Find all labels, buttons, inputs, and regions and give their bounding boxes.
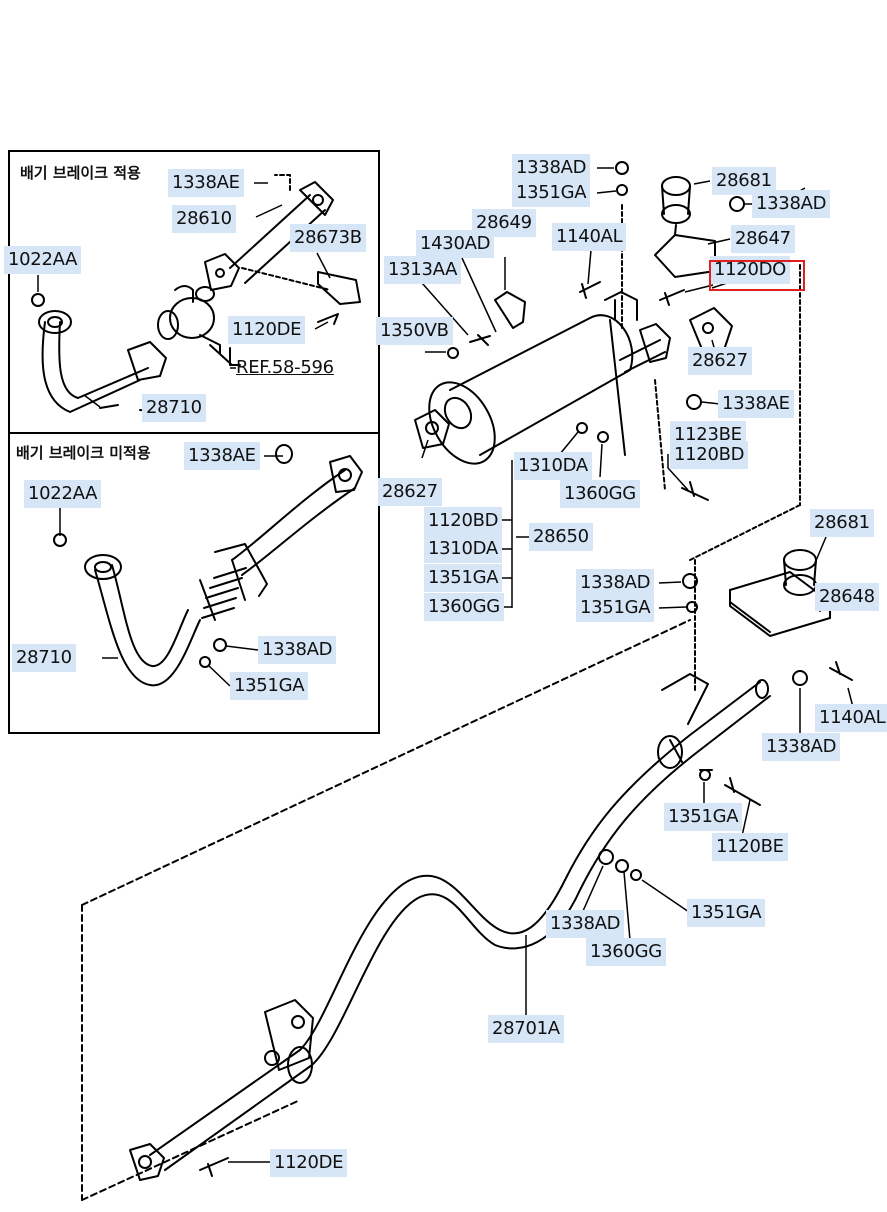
part-label-1351GA-top[interactable]: 1351GA xyxy=(512,179,591,207)
part-label-1338AD-inset2[interactable]: 1338AD xyxy=(258,636,337,664)
part-label-28650[interactable]: 28650 xyxy=(529,523,593,551)
part-label-1360GG-left[interactable]: 1360GG xyxy=(424,593,504,621)
highlight-box-1120DO xyxy=(709,260,805,291)
part-label-28649[interactable]: 28649 xyxy=(472,209,536,237)
part-label-1338AE-top[interactable]: 1338AE xyxy=(168,169,244,197)
part-label-28710-inset2[interactable]: 28710 xyxy=(12,644,76,672)
part-label-1360GG-mid[interactable]: 1360GG xyxy=(560,480,640,508)
part-label-1350VB[interactable]: 1350VB xyxy=(376,317,453,345)
part-label-1120BD-right[interactable]: 1120BD xyxy=(670,441,749,469)
part-label-1338AE-inset2[interactable]: 1338AE xyxy=(184,442,260,470)
part-label-1120BD-left[interactable]: 1120BD xyxy=(424,507,503,535)
part-label-28673B[interactable]: 28673B xyxy=(290,224,366,252)
part-label-1120BE[interactable]: 1120BE xyxy=(712,833,788,861)
part-label-28647[interactable]: 28647 xyxy=(731,225,795,253)
part-label-28648[interactable]: 28648 xyxy=(815,583,879,611)
part-label-1430AD[interactable]: 1430AD xyxy=(416,230,495,258)
part-label-1022AA-inset2[interactable]: 1022AA xyxy=(24,480,102,508)
part-label-1360GG-bottom[interactable]: 1360GG xyxy=(586,938,666,966)
part-label-1120DE-top[interactable]: 1120DE xyxy=(228,316,306,344)
part-label-1338AD-hanger[interactable]: 1338AD xyxy=(576,569,655,597)
part-label-1338AD-top[interactable]: 1338AD xyxy=(512,154,591,182)
part-label-1338AE-main[interactable]: 1338AE xyxy=(718,390,794,418)
part-label-1338AD-right[interactable]: 1338AD xyxy=(752,190,831,218)
part-label-1338AD-lower[interactable]: 1338AD xyxy=(762,733,841,761)
part-label-1351GA-left[interactable]: 1351GA xyxy=(424,564,503,592)
part-label-28627-right[interactable]: 28627 xyxy=(688,347,752,375)
reference-label: REF.58-596 xyxy=(236,357,334,378)
part-label-1351GA-bottom[interactable]: 1351GA xyxy=(687,899,766,927)
part-label-28701A[interactable]: 28701A xyxy=(488,1015,564,1043)
part-label-28681-lower[interactable]: 28681 xyxy=(810,509,874,537)
part-label-28610[interactable]: 28610 xyxy=(172,205,236,233)
part-label-1140AL-lower[interactable]: 1140AL xyxy=(815,704,887,732)
inset-heading-exhaust-brake: 배기 브레이크 적용 xyxy=(20,164,141,182)
part-label-1351GA-clamp[interactable]: 1351GA xyxy=(664,803,743,831)
part-label-1351GA-inset2[interactable]: 1351GA xyxy=(230,672,309,700)
part-label-28710-top[interactable]: 28710 xyxy=(142,394,206,422)
part-label-1022AA-top[interactable]: 1022AA xyxy=(4,246,82,274)
part-label-1338AD-bottom[interactable]: 1338AD xyxy=(546,910,625,938)
part-label-1120DE-bottom[interactable]: 1120DE xyxy=(270,1149,348,1177)
inset-no-exhaust-brake xyxy=(8,432,380,734)
part-label-1310DA-mid[interactable]: 1310DA xyxy=(514,452,592,480)
part-label-1140AL-top[interactable]: 1140AL xyxy=(552,223,627,251)
inset-heading-no-exhaust-brake: 배기 브레이크 미적용 xyxy=(16,444,151,462)
part-label-1313AA[interactable]: 1313AA xyxy=(384,256,462,284)
part-label-28627-left[interactable]: 28627 xyxy=(378,478,442,506)
part-label-1351GA-hanger[interactable]: 1351GA xyxy=(576,594,655,622)
part-label-1310DA-left[interactable]: 1310DA xyxy=(424,535,502,563)
